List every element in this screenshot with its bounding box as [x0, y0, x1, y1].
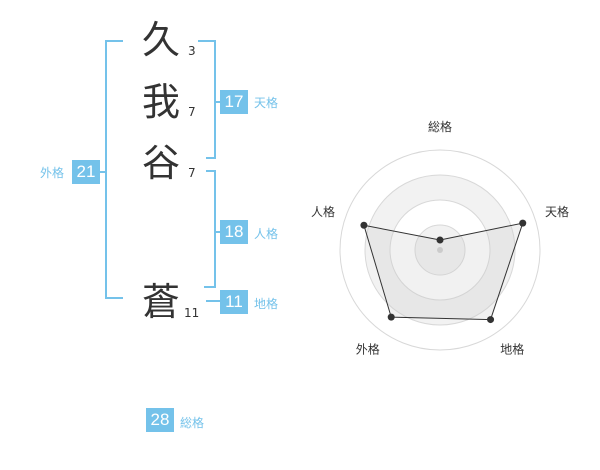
radar-point-5 — [360, 221, 368, 229]
radar-point-4 — [387, 313, 395, 321]
jinkaku-badge: 18 — [220, 220, 248, 244]
tenkaku-bracket-bottom — [206, 157, 216, 159]
jinkaku-bracket-bottom — [204, 286, 216, 288]
radar-axis-label-1: 総格 — [428, 119, 452, 134]
jinkaku-bracket-vertical — [214, 170, 216, 288]
radar-point-3 — [487, 316, 495, 324]
radar-axis-label-5: 人格 — [311, 204, 335, 219]
gaikaku-bracket-vertical — [105, 40, 107, 299]
tenkaku-badge: 17 — [220, 90, 248, 114]
chikaku-label: 地格 — [254, 297, 279, 311]
radar-axis-label-2: 天格 — [545, 204, 569, 219]
tenkaku-label: 天格 — [254, 96, 279, 110]
jinkaku-bracket-top — [206, 170, 216, 172]
jinkaku-connector — [214, 231, 222, 233]
kanji-3: 谷 — [141, 141, 180, 185]
tenkaku-connector — [214, 101, 222, 103]
gaikaku-bracket-top — [105, 40, 123, 42]
gaikaku-label: 外格 — [40, 166, 65, 180]
chikaku-connector — [206, 300, 222, 302]
gaikaku-badge: 21 — [72, 160, 100, 184]
radar-axis-label-3: 地格 — [500, 342, 524, 357]
radar-series-polygon — [363, 222, 524, 321]
gaikaku-bracket-bottom — [105, 297, 123, 299]
radar-axis-label-4: 外格 — [356, 342, 380, 357]
soukaku-label: 総格 — [180, 416, 205, 430]
stroke-count-3: 7 — [188, 166, 196, 180]
gaikaku-connector — [100, 171, 106, 173]
radar-point-2 — [519, 219, 527, 227]
stroke-count-4: 11 — [184, 306, 200, 320]
soukaku-badge: 28 — [146, 408, 174, 432]
kanji-2: 我 — [141, 80, 180, 124]
tenkaku-bracket-vertical — [214, 40, 216, 159]
jinkaku-label: 人格 — [254, 227, 279, 241]
tenkaku-bracket-top — [198, 40, 216, 42]
stroke-count-1: 3 — [188, 44, 196, 58]
kanji-4: 蒼 — [141, 280, 180, 324]
stroke-count-2: 7 — [188, 105, 196, 119]
kanji-1: 久 — [141, 18, 180, 62]
radar-point-1 — [436, 236, 444, 244]
radar-center — [437, 247, 443, 253]
chikaku-badge: 11 — [220, 290, 248, 314]
